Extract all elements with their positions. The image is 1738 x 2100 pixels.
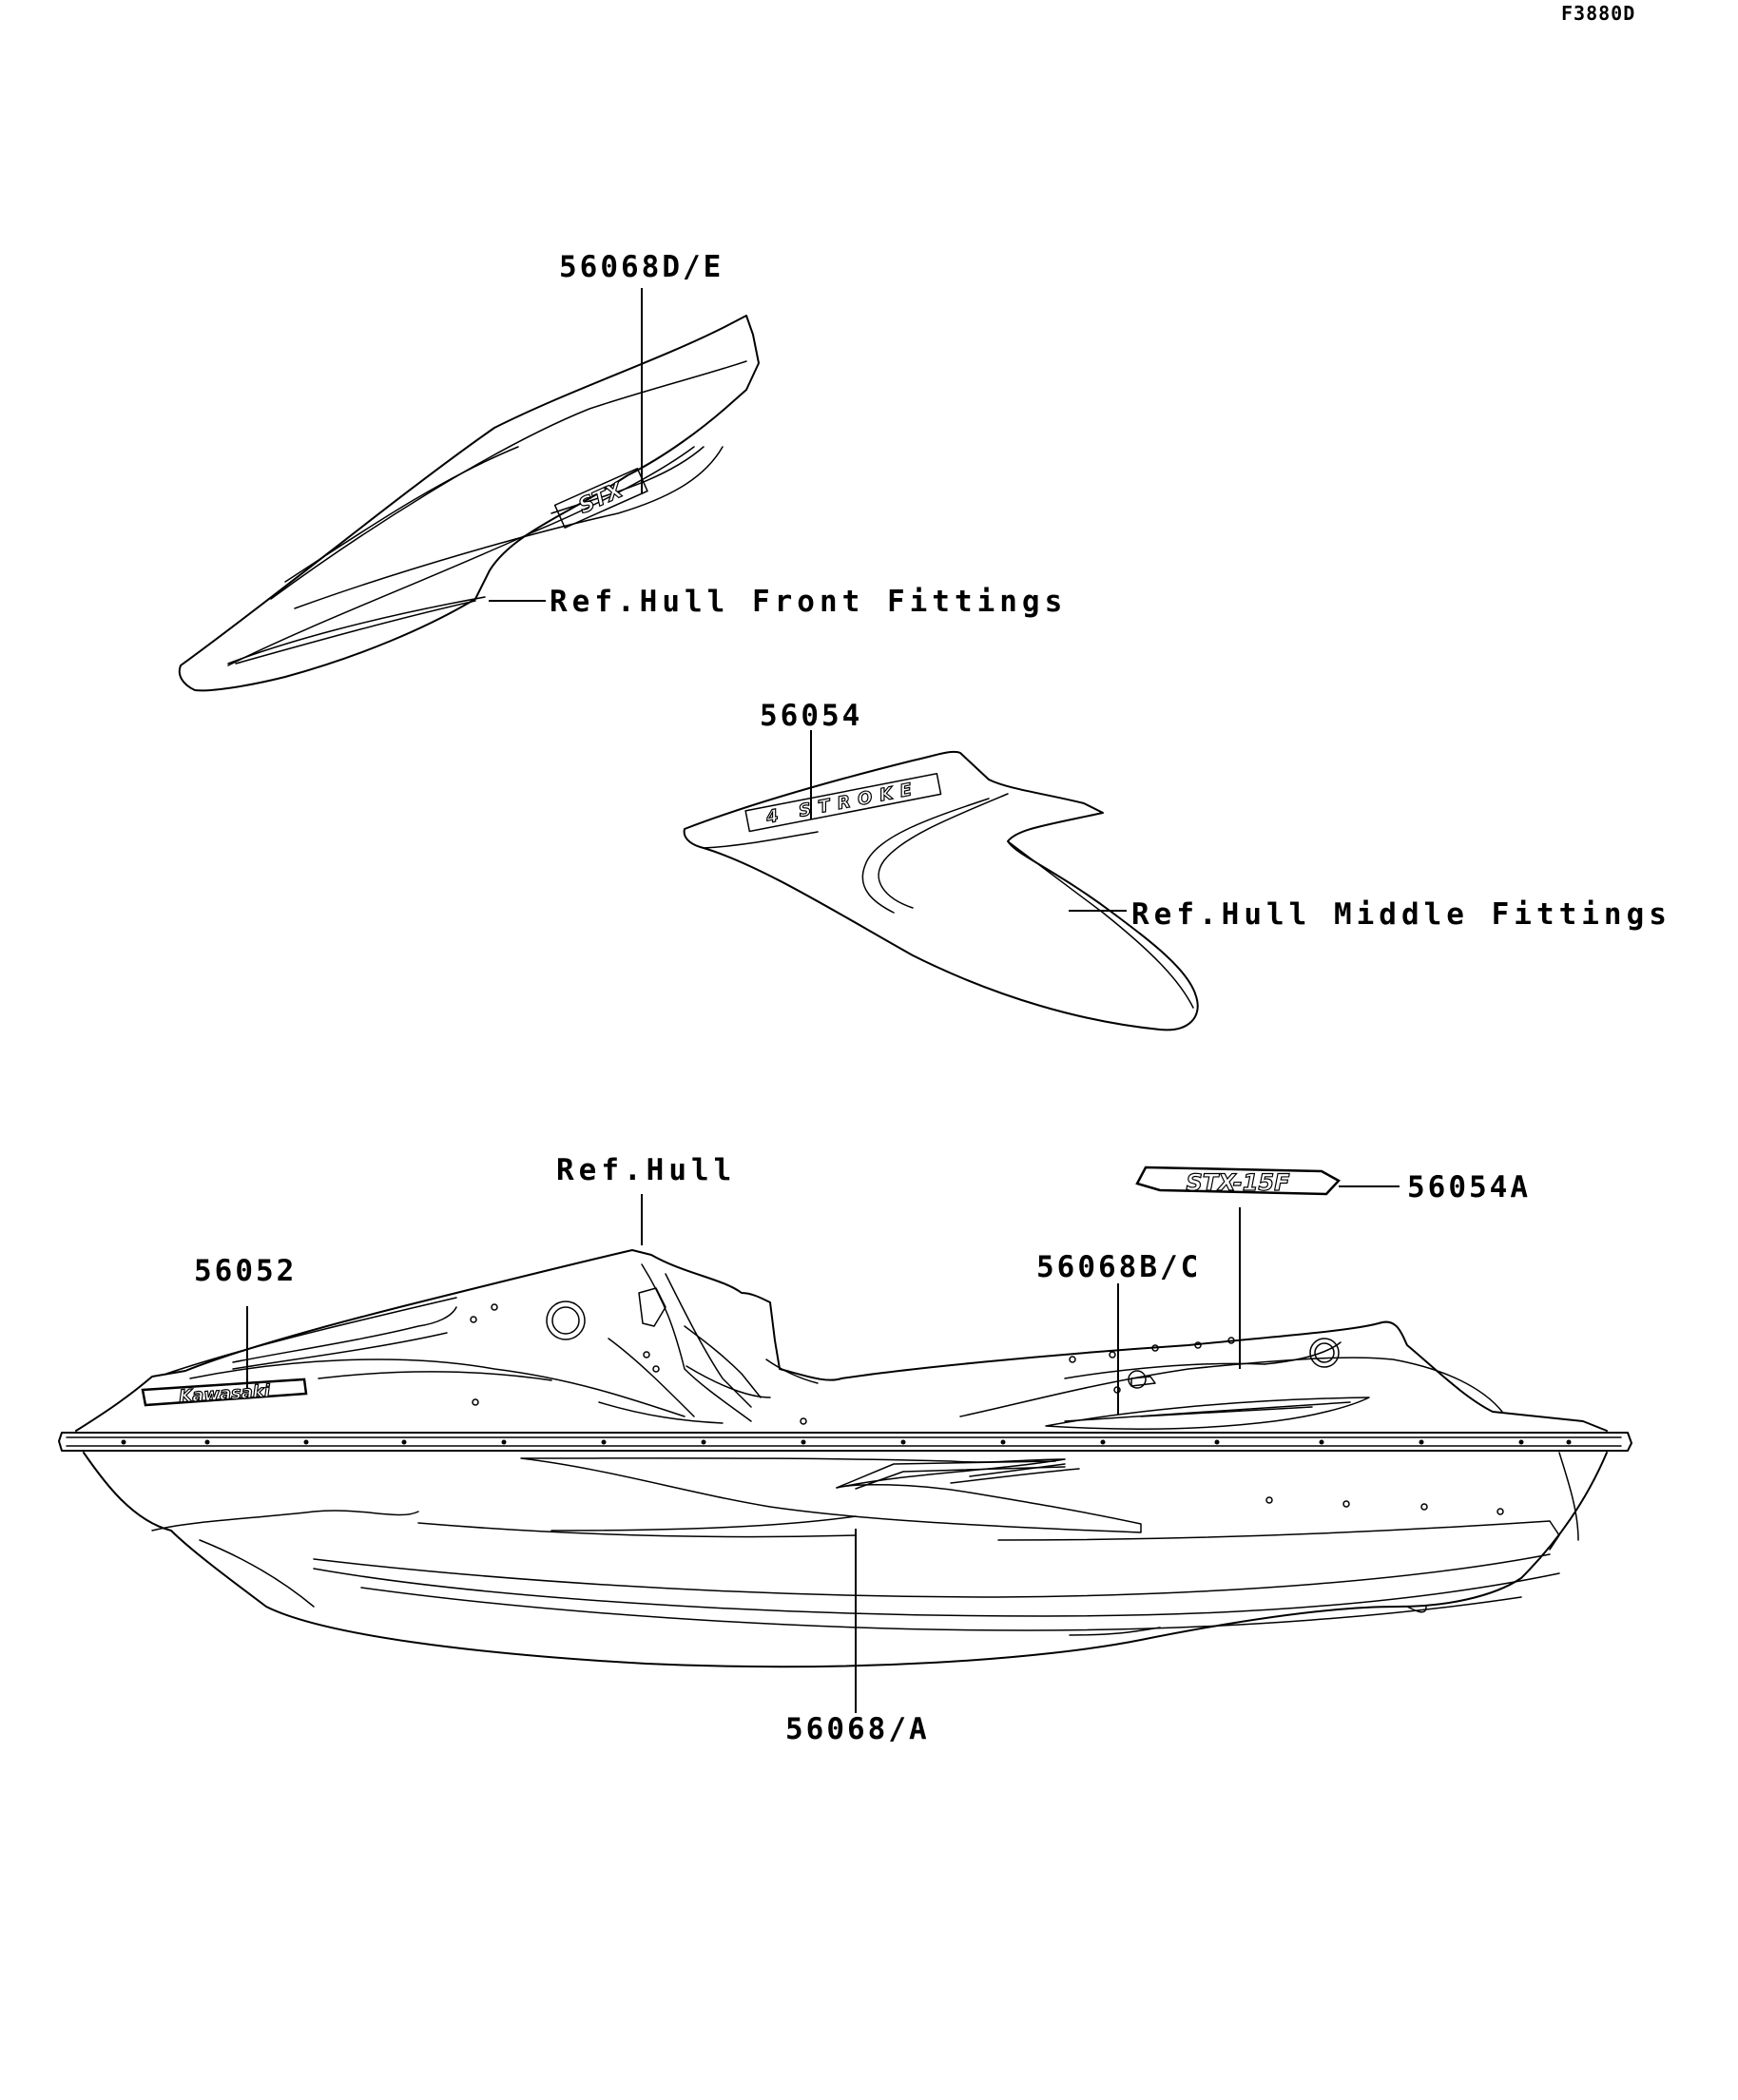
callout-side-part-lower: 56068/A: [785, 1712, 930, 1746]
figure-id: F3880D: [1561, 2, 1636, 25]
kawasaki-logo-text: Kawasaki: [179, 1381, 272, 1407]
deck-rivets: [470, 1303, 1235, 1425]
callout-front-ref: Ref.Hull Front Fittings: [550, 585, 1068, 619]
kawasaki-badge: Kawasaki: [141, 1378, 308, 1408]
model-logo-text: STX-15F: [1186, 1169, 1290, 1196]
callout-logo-part: 56054A: [1407, 1170, 1531, 1204]
callout-side-part-upper: 56068B/C: [1036, 1250, 1202, 1284]
callout-kawasaki-part: 56052: [194, 1254, 298, 1288]
stx15f-badge: STX-15F: [1135, 1166, 1342, 1197]
hull-side-rivets: [1265, 1496, 1504, 1515]
callout-middle-ref: Ref.Hull Middle Fittings: [1131, 897, 1671, 932]
leader-lines: [246, 288, 1400, 1713]
front-fitting-illustration: STX: [178, 315, 760, 692]
middle-fitting-illustration: 4 STROKE: [683, 751, 1199, 1031]
callout-front-part: 56068D/E: [559, 250, 724, 284]
rail-rivets: [121, 1439, 1572, 1445]
hull-illustration: [58, 1249, 1632, 1668]
callout-hull-ref: Ref.Hull: [556, 1153, 737, 1187]
callout-middle-part: 56054: [760, 699, 863, 733]
